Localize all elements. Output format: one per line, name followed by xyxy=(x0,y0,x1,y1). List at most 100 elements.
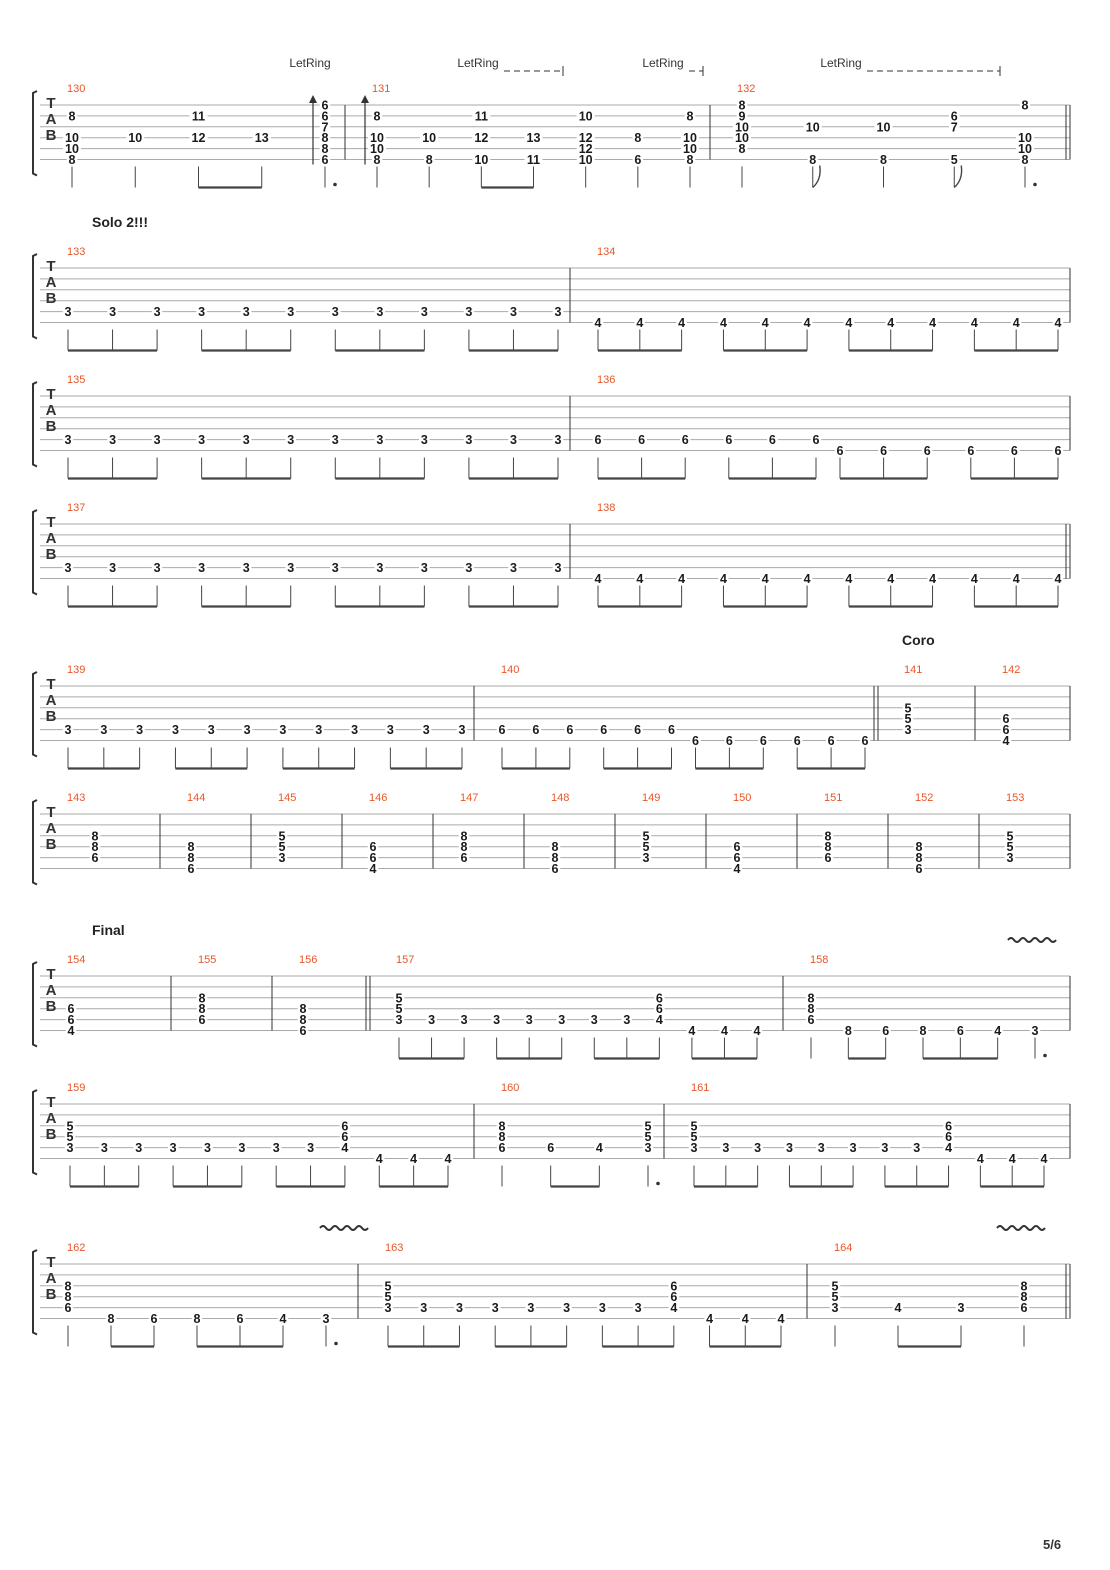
fret-bg xyxy=(240,433,252,446)
fret-bg xyxy=(62,561,74,574)
fret-number: 4 xyxy=(670,1301,677,1315)
fret-number: 10 xyxy=(65,131,79,145)
fret-bg xyxy=(642,1130,654,1143)
fret-number: 4 xyxy=(762,572,769,586)
fret-number: 6 xyxy=(656,1002,663,1016)
fret-bg xyxy=(472,131,491,144)
fret-number: 3 xyxy=(244,723,251,737)
fret-number: 6 xyxy=(461,851,468,865)
fret-bg xyxy=(878,153,889,166)
fret-number: 6 xyxy=(951,109,958,123)
fret-bg xyxy=(878,444,889,457)
fret-bg xyxy=(784,1141,795,1154)
measure-number: 136 xyxy=(597,374,615,386)
measure-number: 130 xyxy=(67,83,85,95)
fret-number: 3 xyxy=(643,851,650,865)
fret-bg xyxy=(913,862,925,875)
fret-number: 6 xyxy=(945,1119,952,1133)
fret-number: 8 xyxy=(1022,99,1029,113)
fret-bg xyxy=(594,1141,605,1154)
fret-number: 3 xyxy=(154,305,161,319)
fret-number: 8 xyxy=(1022,153,1029,167)
fret-bg xyxy=(523,1013,535,1026)
fret-number: 3 xyxy=(208,723,215,737)
fret-number: 8 xyxy=(880,153,887,167)
fret-number: 10 xyxy=(370,131,384,145)
fret-number: 3 xyxy=(881,1141,888,1155)
fret-number: 8 xyxy=(825,840,832,854)
fret-bg xyxy=(252,131,271,144)
fret-number: 8 xyxy=(426,153,433,167)
fret-number: 3 xyxy=(526,1013,533,1027)
fret-number: 4 xyxy=(636,316,643,330)
fret-bg xyxy=(419,433,430,446)
fret-number: 10 xyxy=(474,153,488,167)
fret-number: 6 xyxy=(828,734,835,748)
fret-number: 5 xyxy=(645,1130,652,1144)
fret-number: 3 xyxy=(351,723,358,737)
fret-bg xyxy=(62,1279,74,1292)
fret-bg xyxy=(382,1279,394,1292)
fret-bg xyxy=(740,1312,751,1325)
fret-number: 6 xyxy=(760,734,767,748)
fret-bg xyxy=(367,840,379,853)
fret-number: 6 xyxy=(813,433,820,447)
fret-bg xyxy=(297,1002,309,1015)
fret-number: 6 xyxy=(634,153,641,167)
fret-bg xyxy=(368,131,386,144)
fret-bg xyxy=(1052,572,1064,585)
fret-bg xyxy=(472,153,491,166)
fret-bg xyxy=(426,1013,437,1026)
fret-bg xyxy=(524,153,543,166)
fret-number: 4 xyxy=(445,1152,452,1166)
measure-number: 158 xyxy=(810,954,828,966)
fret-bg xyxy=(89,829,101,842)
fret-number: 3 xyxy=(135,1141,142,1155)
tab-clef-letter: A xyxy=(46,692,57,709)
tab-clef-letter: B xyxy=(46,1286,57,1303)
fret-bg xyxy=(843,316,855,329)
fret-number: 7 xyxy=(322,120,329,134)
fret-bg xyxy=(285,433,296,446)
fret-number: 4 xyxy=(721,1024,728,1038)
measure-number: 161 xyxy=(691,1082,709,1094)
fret-bg xyxy=(880,1024,891,1037)
fret-bg xyxy=(843,572,855,585)
fret-number: 5 xyxy=(279,840,286,854)
fret-bg xyxy=(1004,829,1016,842)
fret-bg xyxy=(496,1119,508,1132)
fret-bg xyxy=(859,734,871,747)
measure-number: 162 xyxy=(67,1242,85,1254)
fret-bg xyxy=(688,1130,700,1143)
fret-number: 6 xyxy=(692,734,699,748)
fret-number: 3 xyxy=(527,1301,534,1315)
fret-number: 8 xyxy=(199,1002,206,1016)
fret-number: 3 xyxy=(376,433,383,447)
fret-number: 4 xyxy=(280,1312,287,1326)
fret-bg xyxy=(66,109,78,122)
fret-bg xyxy=(803,120,822,133)
fret-bg xyxy=(969,316,980,329)
fret-bg xyxy=(196,433,207,446)
fret-bg xyxy=(107,305,118,318)
fret-bg xyxy=(472,109,491,122)
fret-bg xyxy=(801,316,813,329)
fret-number: 8 xyxy=(739,99,746,113)
fret-bg xyxy=(913,840,925,853)
fret-number: 10 xyxy=(422,131,436,145)
rhythm-dot xyxy=(333,182,337,187)
fret-number: 8 xyxy=(916,851,923,865)
fret-bg xyxy=(767,433,778,446)
fret-bg xyxy=(1004,851,1016,864)
fret-bg xyxy=(496,1141,508,1154)
fret-number: 6 xyxy=(967,444,974,458)
fret-number: 3 xyxy=(332,433,339,447)
fret-bg xyxy=(576,153,595,166)
fret-number: 11 xyxy=(475,109,488,123)
fret-number: 4 xyxy=(636,572,643,586)
fret-bg xyxy=(508,433,519,446)
fret-bg xyxy=(592,572,604,585)
fret-number: 3 xyxy=(555,305,562,319)
fret-number: 10 xyxy=(735,131,749,145)
fret-number: 6 xyxy=(682,433,689,447)
